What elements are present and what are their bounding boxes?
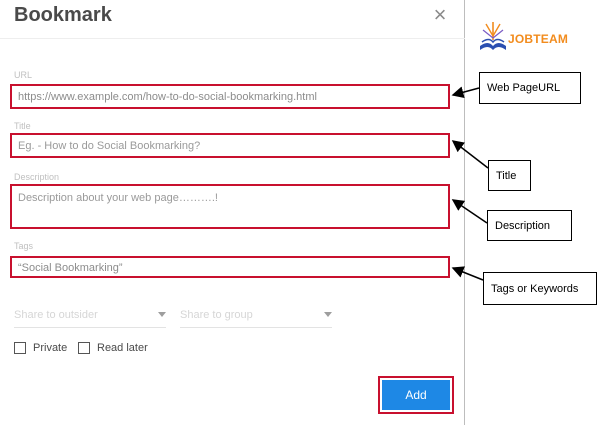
chevron-down-icon [158,312,166,317]
description-label: Description [14,172,60,182]
chevron-down-icon [324,312,332,317]
share-outsider-placeholder: Share to outsider [14,309,98,321]
tags-arrow [451,266,484,281]
read-later-label: Read later [97,342,148,354]
private-label: Private [33,342,68,354]
title-input[interactable] [12,135,448,156]
callout-description: Description [487,210,572,241]
tags-input[interactable] [12,259,448,277]
url-arrow [451,86,480,99]
description-arrow [451,199,488,224]
callout-tags-keywords: Tags or Keywords [483,272,597,305]
header-divider [0,38,465,39]
brand-logo: JOBTEAM [478,12,588,56]
description-field-box [10,184,450,229]
tags-field-box [10,256,450,278]
close-icon[interactable]: × [433,2,447,27]
add-button[interactable]: Add [382,380,450,410]
add-button-highlight: Add [378,376,454,414]
private-checkbox[interactable] [14,342,26,354]
tags-label: Tags [14,241,34,251]
dialog-title: Bookmark [14,4,112,26]
read-later-checkbox-row[interactable]: Read later [78,340,148,356]
title-arrow [451,140,489,169]
title-label: Title [14,121,31,131]
bookmark-dialog: Bookmark × URL Title Description Tags Sh… [0,0,465,425]
brand-name: JOBTEAM [508,32,569,46]
callout-title: Title [488,160,531,191]
share-group-placeholder: Share to group [180,309,253,321]
read-later-checkbox[interactable] [78,342,90,354]
private-checkbox-row[interactable]: Private [14,340,67,356]
url-label: URL [14,70,33,80]
url-field-box [10,84,450,109]
callout-web-page-url: Web PageURL [479,72,581,104]
book-logo-icon [480,22,506,50]
url-input[interactable] [12,86,448,107]
title-field-box [10,133,450,158]
share-outsider-select[interactable]: Share to outsider [14,306,166,328]
share-group-select[interactable]: Share to group [180,306,332,328]
description-textarea[interactable] [12,186,448,227]
